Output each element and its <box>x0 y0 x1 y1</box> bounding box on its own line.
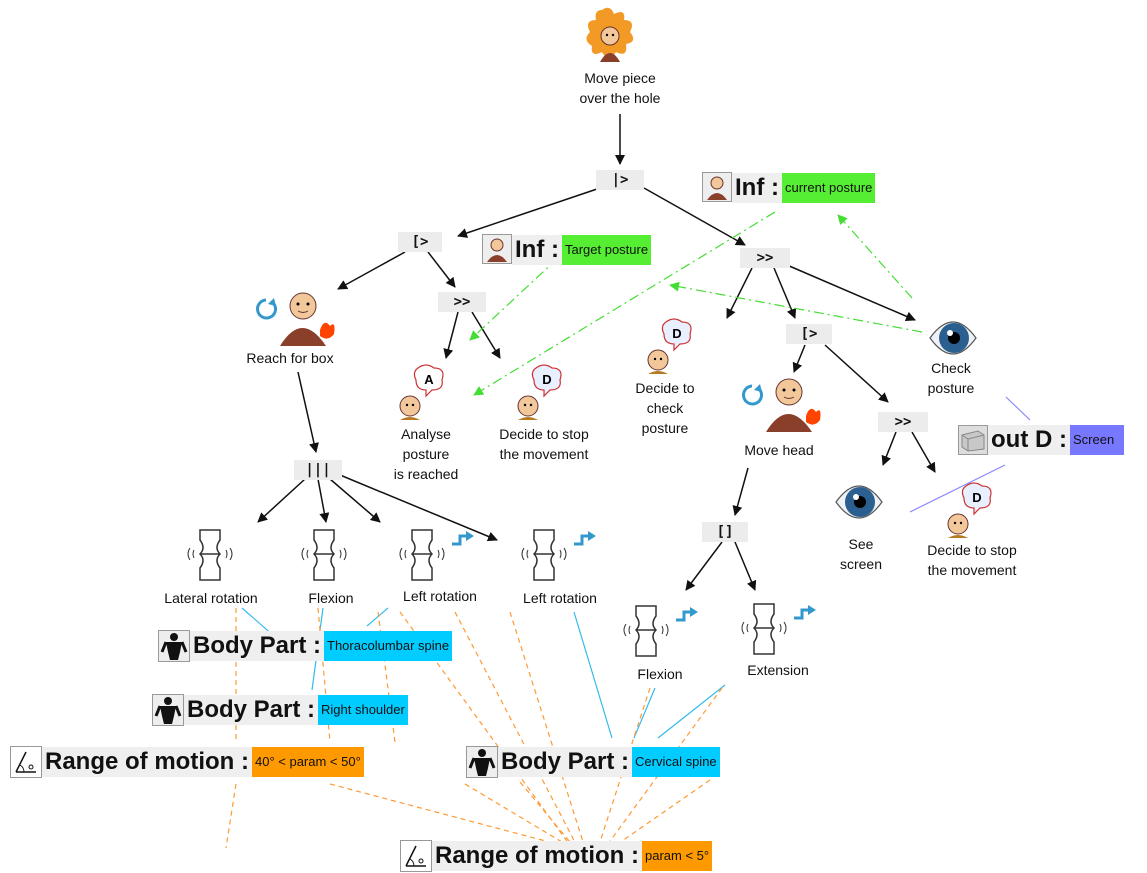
cognitive-decision-icon[interactable]: D <box>644 318 694 376</box>
angle-icon <box>400 840 432 872</box>
info-value: current posture <box>781 173 876 203</box>
body-part-thoracolumbar[interactable]: Body Part : Thoracolumbar spine <box>158 630 453 662</box>
operator-head-branch[interactable]: [> <box>786 324 832 344</box>
svg-text:D: D <box>672 326 681 341</box>
task-label-analyse-posture: Analyse posture is reached <box>393 426 459 482</box>
svg-text:D: D <box>972 490 981 505</box>
svg-text:D: D <box>542 372 551 387</box>
person-info-icon <box>702 172 732 202</box>
task-label-decide-check: Decide to check posture <box>635 380 695 436</box>
eye-icon[interactable] <box>834 474 884 530</box>
cognitive-decision-icon[interactable]: D <box>514 364 564 422</box>
range-of-motion-40-50[interactable]: Range of motion : 40° < param < 50° <box>10 746 364 778</box>
operator-root[interactable]: |> <box>596 170 644 190</box>
cognitive-decision-icon[interactable]: D <box>944 482 994 540</box>
cognitive-analysis-icon[interactable]: A <box>396 364 446 422</box>
task-label-flexion-2: Flexion <box>637 666 683 682</box>
task-label-extension: Extension <box>747 662 809 678</box>
body-part-value: Cervical spine <box>632 747 720 777</box>
body-icon <box>158 630 190 662</box>
task-label-decide-stop-1: Decide to stop the movement <box>499 426 589 462</box>
operator-reach-branch[interactable]: [> <box>398 232 442 252</box>
task-label-see-screen: See screen <box>839 536 883 572</box>
joint-icon[interactable] <box>620 600 700 658</box>
info-keyword: Inf : <box>732 173 782 203</box>
task-label-decide-stop-2: Decide to stop the movement <box>927 542 1017 578</box>
task-label-move-head: Move head <box>744 442 814 458</box>
output-keyword: out D : <box>988 425 1070 455</box>
operator-choice[interactable]: [] <box>702 522 748 542</box>
joint-icon[interactable] <box>738 598 818 656</box>
info-value: Target posture <box>561 235 652 265</box>
output-value: Screen <box>1069 425 1124 455</box>
person-info-icon <box>482 234 512 264</box>
loop-interaction-icon[interactable] <box>252 290 344 346</box>
task-label-left-rotation-1: Left rotation <box>403 588 477 604</box>
body-part-cervical[interactable]: Body Part : Cervical spine <box>466 746 720 778</box>
body-part-value: Thoracolumbar spine <box>324 631 453 661</box>
joint-icon[interactable] <box>184 528 238 582</box>
range-keyword: Range of motion : <box>432 841 642 871</box>
body-icon <box>152 694 184 726</box>
output-device-screen[interactable]: out D : Screen <box>958 424 1124 456</box>
body-icon <box>466 746 498 778</box>
range-value: param < 5° <box>641 841 713 871</box>
hierarchy-edges <box>257 114 936 591</box>
task-label-move-piece: Move piece over the hole <box>579 70 661 106</box>
joint-icon[interactable] <box>518 524 598 582</box>
operator-check-seq[interactable]: >> <box>740 248 790 268</box>
angle-icon <box>10 746 42 778</box>
body-part-keyword: Body Part : <box>190 631 325 661</box>
task-label-left-rotation-2: Left rotation <box>523 590 597 606</box>
operator-stop-seq[interactable]: >> <box>438 292 486 312</box>
info-current-posture[interactable]: Inf : current posture <box>732 172 876 204</box>
range-keyword: Range of motion : <box>42 747 252 777</box>
body-part-right-shoulder[interactable]: Body Part : Right shoulder <box>152 694 408 726</box>
task-label-lateral-rotation: Lateral rotation <box>164 590 258 606</box>
body-part-keyword: Body Part : <box>184 695 319 725</box>
range-of-motion-5[interactable]: Range of motion : param < 5° <box>400 840 713 872</box>
task-label-check-posture: Check posture <box>927 360 975 396</box>
info-target-posture[interactable]: Inf : Target posture <box>512 234 652 266</box>
operator-see-seq[interactable]: >> <box>878 412 928 432</box>
task-label-flexion-1: Flexion <box>308 590 354 606</box>
joint-icon[interactable] <box>298 528 352 582</box>
loop-interaction-icon[interactable] <box>738 376 830 432</box>
info-keyword: Inf : <box>512 235 562 265</box>
eye-icon[interactable] <box>928 310 978 366</box>
operator-parallel[interactable]: ||| <box>294 460 342 480</box>
device-icon <box>958 425 988 455</box>
joint-icon[interactable] <box>396 524 476 582</box>
range-value: 40° < param < 50° <box>251 747 364 777</box>
abstract-task-icon[interactable] <box>582 6 638 66</box>
information-edges <box>469 211 923 396</box>
body-part-value: Right shoulder <box>318 695 408 725</box>
body-part-keyword: Body Part : <box>498 747 633 777</box>
task-label-reach-for-box: Reach for box <box>246 350 334 366</box>
device-links <box>909 396 1031 513</box>
svg-text:A: A <box>424 372 434 387</box>
